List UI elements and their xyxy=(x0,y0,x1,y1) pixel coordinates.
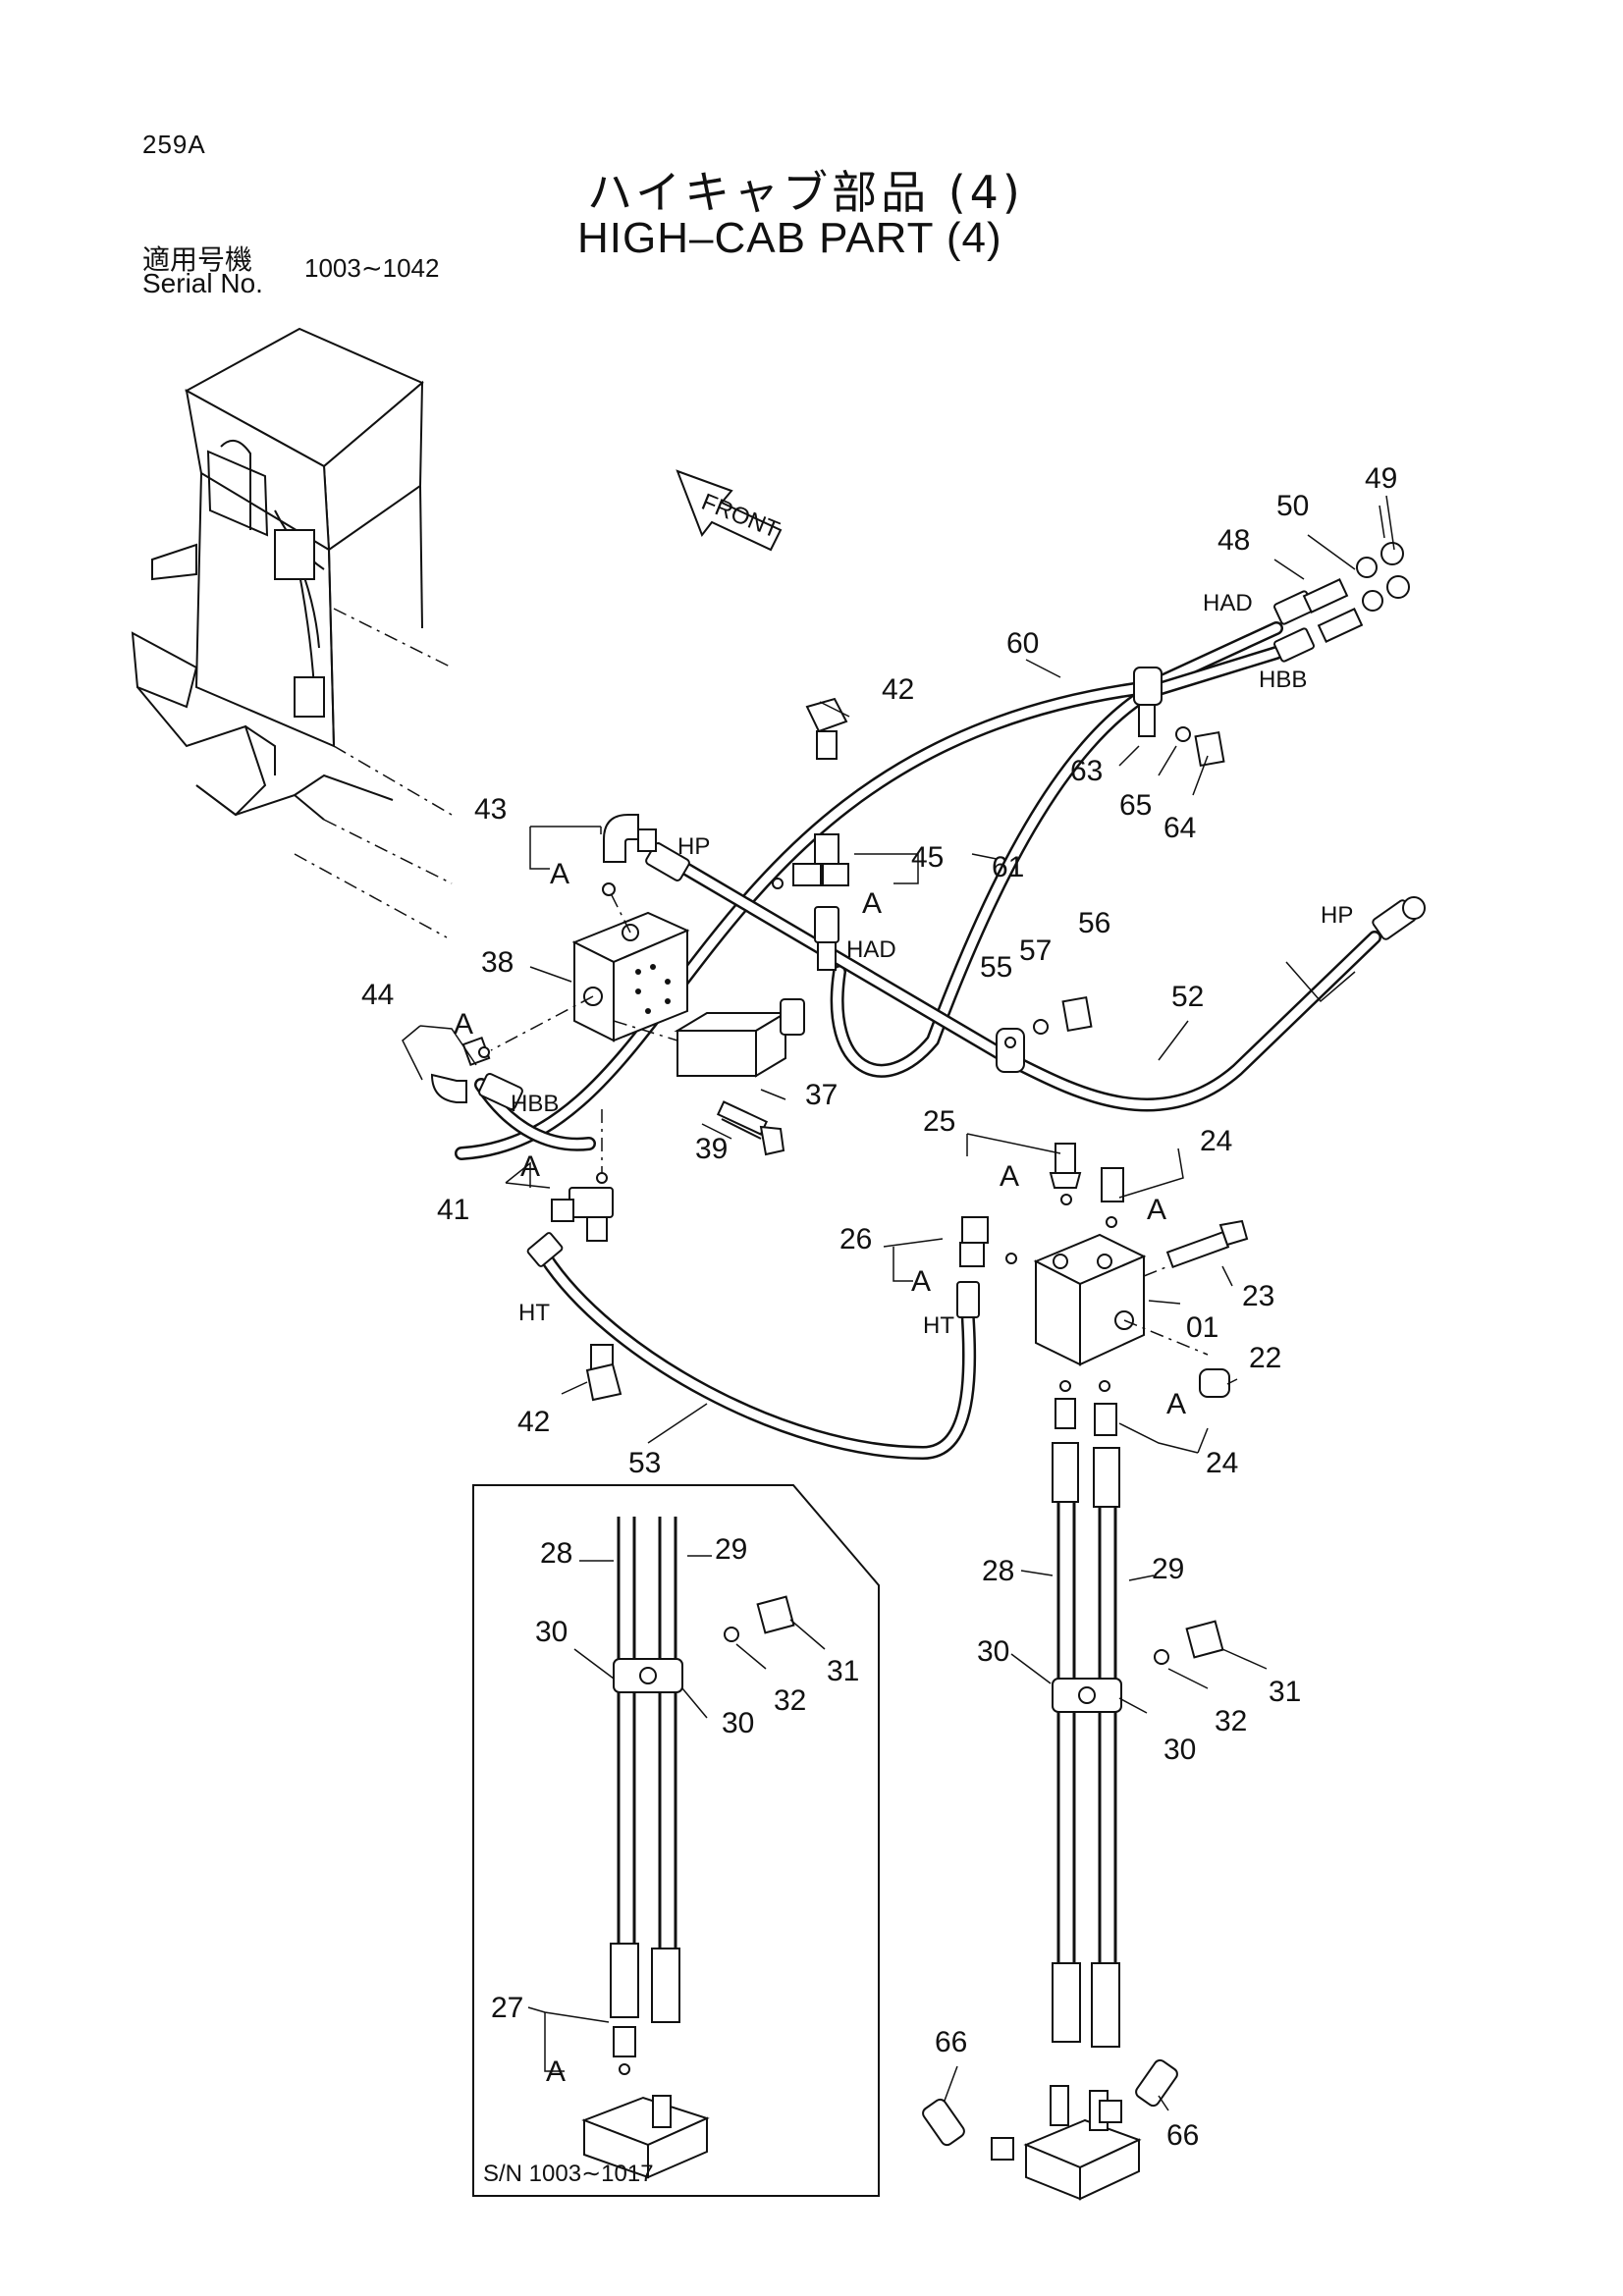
callout-38: 38 xyxy=(481,946,514,979)
callout-30-main-top: 30 xyxy=(977,1635,1009,1668)
hoses-28-29-main xyxy=(1023,1442,1224,2201)
callout-49: 49 xyxy=(1365,462,1397,495)
port-label-had-mid: HAD xyxy=(846,936,896,963)
fittings-lower-01 xyxy=(1055,1380,1117,1436)
detail-a-24-lower: A xyxy=(1166,1388,1186,1420)
callout-28-main: 28 xyxy=(982,1555,1014,1587)
callout-26: 26 xyxy=(839,1223,872,1255)
inset-serial-label: S/N 1003∼1017 xyxy=(483,2161,654,2187)
detail-a-26: A xyxy=(911,1265,931,1298)
callout-24-upper: 24 xyxy=(1200,1125,1232,1157)
detail-a-41: A xyxy=(520,1150,540,1183)
serial-range: 1003∼1042 xyxy=(304,253,440,283)
detail-letters: A A A A A A A A A xyxy=(454,858,1186,2088)
detail-a-27: A xyxy=(546,2056,566,2088)
callout-61: 61 xyxy=(992,851,1024,883)
valve-block-38 xyxy=(490,892,690,1051)
fitting-42-top xyxy=(805,697,848,760)
callout-01: 01 xyxy=(1186,1311,1218,1344)
callout-27: 27 xyxy=(491,1992,523,2024)
callout-29-inset: 29 xyxy=(715,1533,747,1566)
cab-overview-illustration xyxy=(131,327,453,938)
detail-a-45: A xyxy=(862,887,882,920)
callout-60: 60 xyxy=(1006,627,1039,660)
callout-66-right: 66 xyxy=(1166,2119,1199,2152)
callout-43: 43 xyxy=(474,793,507,826)
callout-39: 39 xyxy=(695,1133,728,1165)
page-code: 259A xyxy=(142,130,206,159)
detail-a-25: A xyxy=(1000,1160,1019,1193)
callout-25: 25 xyxy=(923,1105,955,1138)
callout-32-inset: 32 xyxy=(774,1684,806,1717)
callout-30-inset-bottom: 30 xyxy=(722,1707,754,1739)
callout-65: 65 xyxy=(1119,789,1152,822)
callout-53: 53 xyxy=(628,1447,661,1479)
serial-label-japanese: 適用号機 xyxy=(142,243,253,276)
fitting-66-right xyxy=(1099,2058,1178,2123)
title-japanese: ハイキャブ部品 (4) xyxy=(587,166,1024,219)
callout-42-lower: 42 xyxy=(517,1406,550,1438)
fitting-66-left xyxy=(922,2098,1014,2161)
callout-29-main: 29 xyxy=(1152,1553,1184,1585)
callout-24-lower: 24 xyxy=(1206,1447,1238,1479)
callout-45: 45 xyxy=(911,841,944,874)
callout-31-main: 31 xyxy=(1269,1676,1301,1708)
tee-41 xyxy=(551,1109,614,1242)
callout-56: 56 xyxy=(1078,907,1110,939)
callout-55: 55 xyxy=(980,951,1012,984)
port-label-hbb-top: HBB xyxy=(1259,667,1307,693)
callout-32-main: 32 xyxy=(1215,1705,1247,1737)
title-english: HIGH–CAB PART (4) xyxy=(577,214,1002,262)
port-label-hp-right: HP xyxy=(1321,902,1353,929)
detail-a-44: A xyxy=(454,1008,473,1041)
callout-42-top: 42 xyxy=(882,673,914,706)
fitting-42-lower xyxy=(585,1344,622,1402)
callout-63: 63 xyxy=(1070,755,1103,787)
callout-50: 50 xyxy=(1276,490,1309,522)
port-labels: HAD HBB HP HP HAD HBB HT HT xyxy=(511,590,1353,1339)
callout-28-inset: 28 xyxy=(540,1537,572,1570)
callout-30-inset-top: 30 xyxy=(535,1616,568,1648)
clamp-63 xyxy=(1133,667,1225,768)
detail-a-24-upper: A xyxy=(1147,1194,1166,1226)
port-label-hbb-left: HBB xyxy=(511,1091,559,1117)
inset-detail-box: S/N 1003∼1017 xyxy=(472,1484,880,2197)
port-label-ht-mid: HT xyxy=(923,1312,954,1339)
front-direction-arrow: FRONT xyxy=(676,469,784,552)
tee-45 xyxy=(772,833,849,889)
callout-23: 23 xyxy=(1242,1280,1274,1312)
bolt-39 xyxy=(716,1100,785,1156)
callout-31-inset: 31 xyxy=(827,1655,859,1687)
detail-a-43: A xyxy=(550,858,569,890)
plug-22 xyxy=(1199,1368,1230,1398)
fittings-upper-01 xyxy=(959,1143,1124,1267)
port-label-ht-left: HT xyxy=(518,1300,550,1326)
callout-37: 37 xyxy=(805,1079,838,1111)
bolt-23 xyxy=(1165,1219,1249,1269)
callout-22: 22 xyxy=(1249,1342,1281,1374)
callout-64: 64 xyxy=(1163,812,1196,844)
callout-30-main-bottom: 30 xyxy=(1163,1734,1196,1766)
leader-lines xyxy=(402,495,1395,2111)
hose-assemblies xyxy=(455,542,1426,1461)
valve-block-01 xyxy=(1033,1233,1209,1366)
callout-52: 52 xyxy=(1171,981,1204,1013)
port-label-had-top: HAD xyxy=(1203,590,1253,616)
serial-label-english: Serial No. xyxy=(142,268,263,298)
port-label-hp-left: HP xyxy=(677,833,710,860)
solenoid-37 xyxy=(613,998,805,1078)
callout-57: 57 xyxy=(1019,934,1052,967)
callout-41: 41 xyxy=(437,1194,469,1226)
elbow-44 xyxy=(430,1036,491,1103)
callout-66-left: 66 xyxy=(935,2026,967,2058)
callout-48: 48 xyxy=(1217,524,1250,557)
elbow-43 xyxy=(602,814,657,896)
callout-44: 44 xyxy=(361,979,394,1011)
part-callouts: 49 50 48 60 42 63 65 64 43 45 61 56 57 5… xyxy=(361,462,1397,2152)
clamp-55 xyxy=(996,995,1093,1073)
